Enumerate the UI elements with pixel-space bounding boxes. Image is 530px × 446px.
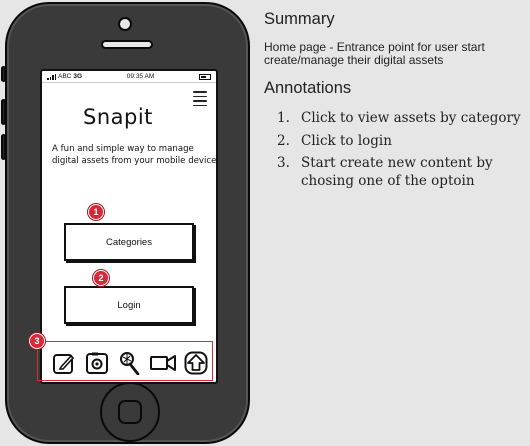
- annotations-list: 1. Click to view assets by category 2. C…: [277, 110, 524, 190]
- annotation-number: 2.: [277, 132, 290, 149]
- login-button[interactable]: Login: [64, 286, 194, 324]
- bottom-toolbar: [45, 344, 215, 381]
- app-tagline: A fun and simple way to manage digital a…: [52, 144, 217, 166]
- upload-icon[interactable]: [183, 350, 209, 376]
- phone-mockup: ABC 3G 09:35 AM Snapit A fun and simple …: [1, 2, 250, 444]
- earpiece-speaker: [101, 40, 153, 49]
- camera-icon[interactable]: [84, 350, 110, 376]
- front-camera-icon: [118, 17, 132, 31]
- annotation-number: 3.: [277, 155, 290, 171]
- edit-icon[interactable]: [51, 350, 77, 376]
- annotations-heading: Annotations: [264, 79, 352, 97]
- home-square-icon: [118, 400, 142, 424]
- video-camera-icon[interactable]: [149, 350, 176, 376]
- volume-up-button: [1, 99, 6, 125]
- annotation-marker-3: 3: [29, 333, 45, 349]
- status-time: 09:35 AM: [126, 73, 155, 80]
- signal-icon: [47, 73, 56, 80]
- notes-panel: Summary Home page - Entrance point for u…: [264, 10, 524, 195]
- annotation-text: Click to login: [301, 132, 392, 149]
- carrier-label: ABC: [58, 73, 72, 80]
- categories-button-label: Categories: [106, 236, 152, 248]
- login-button-label: Login: [117, 299, 141, 311]
- toolbar-highlight-box: [37, 341, 213, 381]
- annotation-marker-1: 1: [88, 204, 104, 220]
- network-label: 3G: [73, 73, 83, 80]
- summary-text: Home page - Entrance point for user star…: [264, 40, 485, 67]
- status-bar: ABC 3G 09:35 AM: [42, 71, 216, 83]
- annotation-text: Click to view assets by category: [301, 110, 521, 126]
- annotation-item: 1. Click to view assets by category: [277, 110, 524, 128]
- annotation-text: Start create new content by chosing one …: [301, 155, 493, 189]
- battery-icon: [198, 73, 211, 80]
- summary-heading: Summary: [264, 10, 335, 28]
- categories-button[interactable]: Categories: [64, 223, 194, 261]
- phone-screen: ABC 3G 09:35 AM Snapit A fun and simple …: [40, 69, 218, 384]
- hamburger-menu-icon[interactable]: [193, 91, 207, 107]
- annotation-item: 2. Click to login: [277, 133, 524, 151]
- home-button[interactable]: [100, 382, 160, 442]
- annotation-number: 1.: [277, 110, 290, 126]
- app-title: Snapit: [83, 105, 153, 129]
- volume-down-button: [1, 134, 6, 160]
- microphone-icon[interactable]: [117, 350, 143, 376]
- annotation-item: 3. Start create new content by chosing o…: [277, 155, 524, 190]
- mute-switch: [1, 66, 6, 82]
- annotation-marker-2: 2: [93, 270, 109, 286]
